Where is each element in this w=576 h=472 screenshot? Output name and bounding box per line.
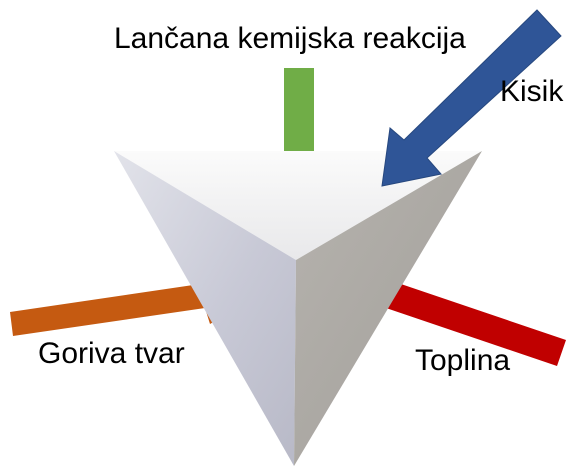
fuel-arrow bbox=[10, 266, 248, 336]
chain-reaction-label: Lančana kemijska reakcija bbox=[114, 22, 466, 55]
tetrahedron-right-face bbox=[294, 151, 482, 466]
chain-reaction-bar bbox=[284, 68, 314, 160]
oxygen-label: Kisik bbox=[500, 75, 564, 108]
heat-label: Toplina bbox=[415, 344, 511, 377]
tetrahedron-left-face bbox=[114, 151, 296, 466]
heat-bar bbox=[386, 282, 566, 366]
fuel-label: Goriva tvar bbox=[38, 337, 185, 370]
oxygen-arrow bbox=[381, 9, 562, 187]
